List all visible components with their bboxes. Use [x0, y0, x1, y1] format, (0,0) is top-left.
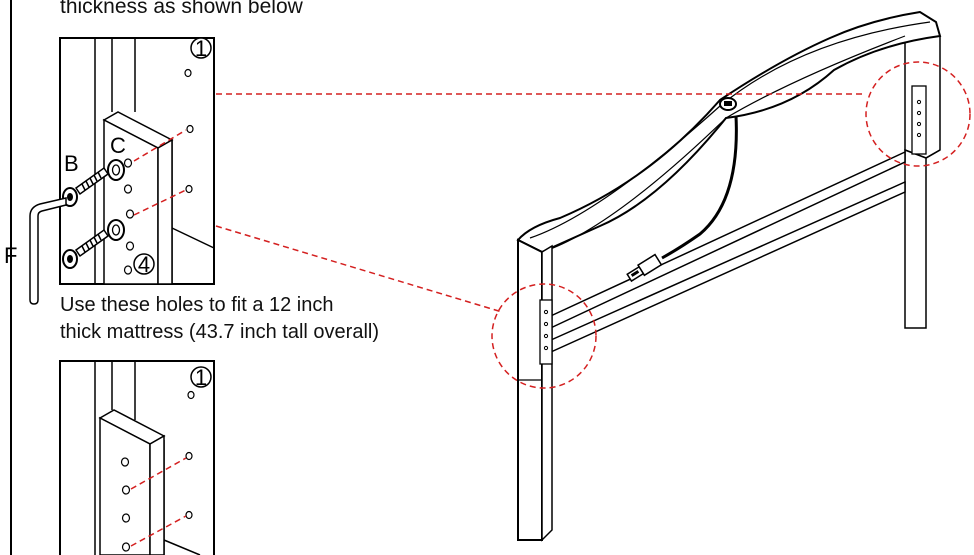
detail-panel-lower — [59, 360, 215, 555]
washer-label-c: C — [110, 133, 126, 158]
page-left-border — [10, 0, 12, 555]
instruction-text: thickness as shown below — [60, 0, 303, 18]
caption-line-1: Use these holes to fit a 12 inch — [60, 294, 334, 316]
bracket-highlight-right — [865, 61, 971, 167]
svg-text:1: 1 — [195, 365, 207, 390]
bolt-b-upper — [62, 166, 110, 207]
leader-line-lower — [215, 225, 503, 313]
hole-number-1-callout-lower: 1 — [190, 365, 212, 390]
svg-text:4: 4 — [138, 252, 150, 277]
allen-wrench-f — [29, 197, 67, 305]
headboard-illustration — [516, 10, 942, 542]
bolt-label-b: B — [64, 151, 79, 176]
bolt-b-lower — [62, 228, 110, 269]
caption-line-2: thick mattress (43.7 inch tall overall) — [60, 321, 380, 343]
wrench-label-f: F — [4, 243, 17, 268]
hole-number-4-callout: 4 — [133, 252, 155, 277]
washer-c-lower — [107, 219, 125, 241]
hole-number-1-callout: 1 — [190, 36, 212, 61]
washer-c-upper — [107, 159, 125, 181]
svg-text:1: 1 — [195, 36, 207, 61]
bracket-highlight-left — [491, 283, 597, 389]
